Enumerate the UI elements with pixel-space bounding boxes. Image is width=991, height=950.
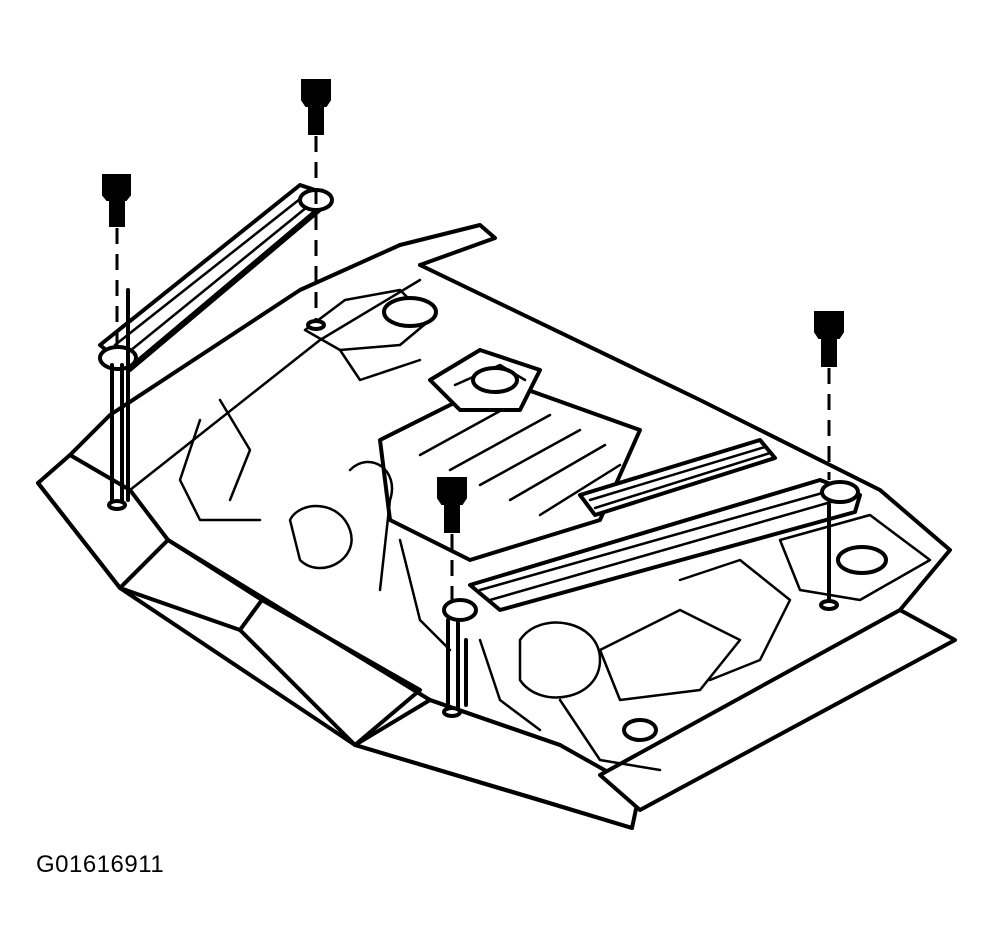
bolt-right-front xyxy=(814,311,844,611)
right-brace xyxy=(442,438,862,622)
front-fascia xyxy=(36,453,957,830)
bolt-left-rear xyxy=(102,174,131,511)
left-strut-tower xyxy=(303,288,438,382)
engine xyxy=(378,348,642,562)
left-brace xyxy=(98,183,334,372)
figure-id-caption: G01616911 xyxy=(36,851,165,878)
bolt-center-front xyxy=(437,477,468,718)
bolt-center-rear xyxy=(301,79,331,331)
engine-lower-detail xyxy=(178,398,792,772)
right-strut-tower xyxy=(778,513,932,602)
